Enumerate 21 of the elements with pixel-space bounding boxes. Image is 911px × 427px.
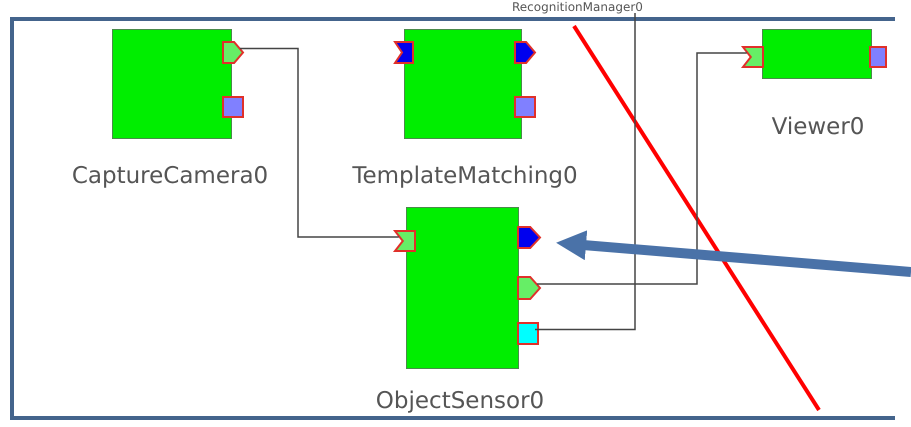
component-name: ObjectSensor0 — [376, 388, 544, 414]
output-port — [514, 41, 536, 64]
input-port — [394, 230, 416, 252]
connector-line — [535, 13, 636, 330]
component-name: Viewer0 — [772, 114, 864, 140]
service-port — [517, 322, 539, 345]
output-port — [222, 41, 244, 64]
connector-line — [537, 52, 747, 285]
output-port — [517, 276, 541, 300]
component-label: RecognitionManager0 — [512, 0, 642, 15]
component-name: TemplateMatching0 — [352, 163, 578, 189]
component-name: CaptureCamera0 — [72, 163, 268, 189]
service-port — [869, 46, 887, 68]
output-port — [517, 226, 541, 249]
frame-box — [10, 17, 895, 420]
service-port — [222, 96, 244, 118]
connector-line — [240, 48, 399, 238]
pointer-arrow — [556, 230, 911, 277]
service-port — [514, 96, 536, 118]
input-port — [394, 41, 414, 64]
input-port — [742, 46, 764, 68]
